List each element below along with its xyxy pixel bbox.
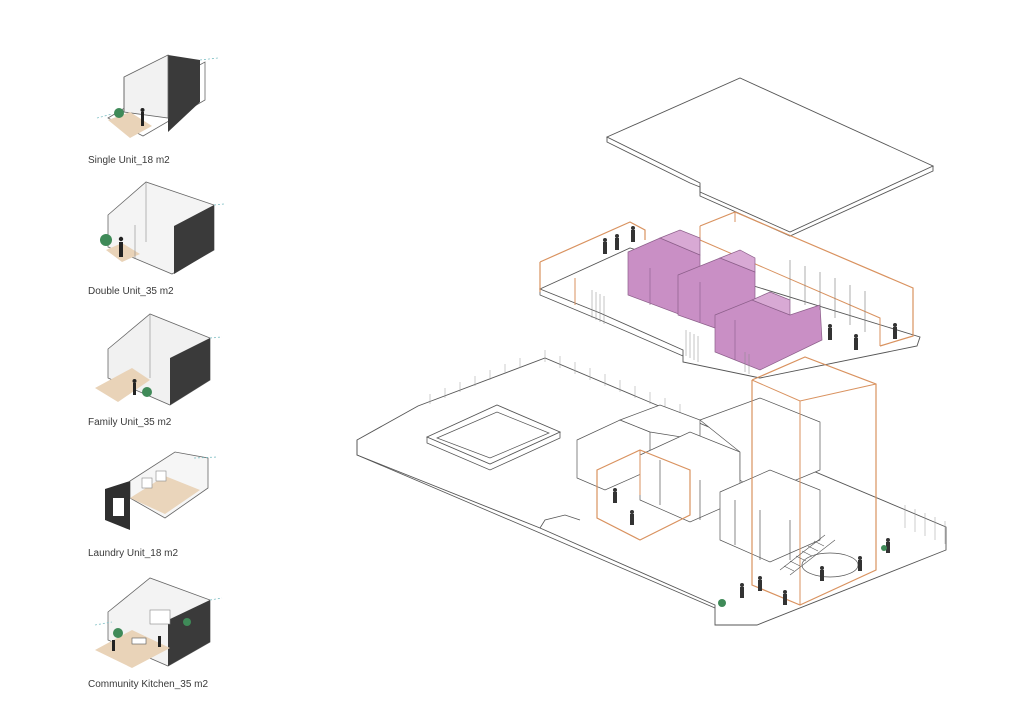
people-group xyxy=(613,488,890,605)
person-icon xyxy=(112,640,115,651)
unit-wood-floor xyxy=(130,476,200,514)
unit-single xyxy=(96,54,219,138)
upper-floor xyxy=(538,211,921,379)
arrow-icon xyxy=(94,621,113,626)
ground-floor xyxy=(356,350,947,626)
unit-wood-floor xyxy=(95,630,170,668)
unit-back-wall xyxy=(123,54,169,119)
highlighted-units xyxy=(627,229,823,371)
person-icon xyxy=(133,383,136,395)
arrow-icon xyxy=(96,113,113,119)
plant-icon xyxy=(718,599,726,607)
kitchen-counter xyxy=(149,609,171,625)
arrow-icon xyxy=(193,456,219,459)
unit-dark-wall xyxy=(168,600,210,666)
tower-frame xyxy=(751,356,877,606)
unit-laundry xyxy=(105,451,219,530)
unit-dark-wall xyxy=(170,338,210,405)
unit-wood-floor xyxy=(108,112,152,138)
arrow-icon xyxy=(213,203,225,206)
unit-wood-floor xyxy=(95,368,150,402)
roof-slab xyxy=(605,77,935,237)
unit-label-laundry: Laundry Unit_18 m2 xyxy=(88,548,179,559)
unit-kitchen xyxy=(94,577,223,668)
plant-icon xyxy=(100,234,112,246)
plant-icon xyxy=(142,387,152,397)
orange-frame xyxy=(539,221,646,263)
person-icon xyxy=(119,242,123,257)
unit-label-single: Single Unit_18 m2 xyxy=(88,155,170,166)
orange-frame xyxy=(699,211,914,347)
unit-double xyxy=(100,181,225,275)
staircase xyxy=(779,534,836,576)
plant-icon xyxy=(183,618,191,626)
unit-label-kitchen: Community Kitchen_35 m2 xyxy=(88,679,209,690)
unit-dark-wall xyxy=(174,205,214,274)
plant-icon xyxy=(881,545,887,551)
washer-icon xyxy=(155,470,167,482)
pool xyxy=(425,404,562,471)
washer-icon xyxy=(141,477,153,489)
unit-family xyxy=(95,313,223,406)
plant-icon xyxy=(113,628,123,638)
unit-dark-wall xyxy=(168,55,200,132)
fence xyxy=(429,350,946,544)
unit-label-double: Double Unit_35 m2 xyxy=(88,286,174,297)
unit-label-family: Family Unit_35 m2 xyxy=(88,417,172,428)
person-icon xyxy=(158,636,161,647)
people-group xyxy=(603,226,897,350)
arrow-icon xyxy=(209,336,223,339)
plant-icon xyxy=(114,108,124,118)
table-icon xyxy=(131,637,147,645)
person-icon xyxy=(141,112,144,126)
